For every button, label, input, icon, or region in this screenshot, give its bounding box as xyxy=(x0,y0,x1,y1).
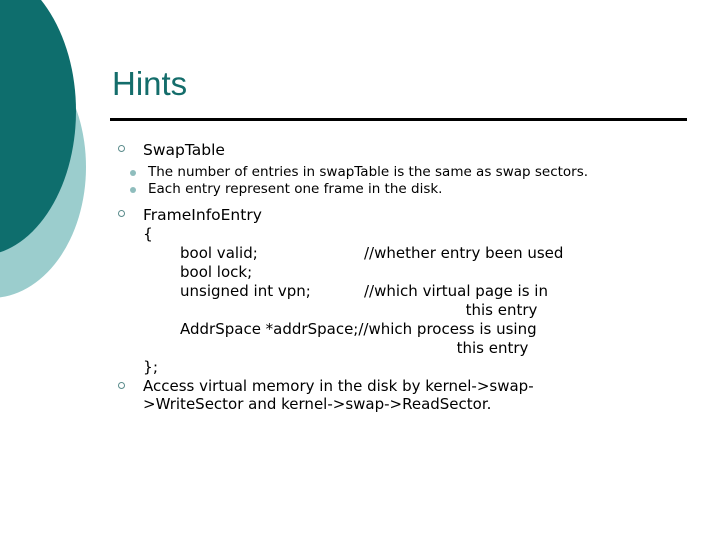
code-declaration: unsigned int vpn; xyxy=(180,282,311,300)
code-line: AddrSpace *addrSpace;//which process is … xyxy=(180,320,537,338)
list-item: The number of entries in swapTable is th… xyxy=(110,164,690,181)
bullet-access-virtual-memory: Access virtual memory in the disk by ker… xyxy=(110,377,690,413)
bullet-frameinfoentry: FrameInfoEntry xyxy=(110,205,690,225)
title-divider xyxy=(110,118,687,121)
bullet-access-line1: Access virtual memory in the disk by ker… xyxy=(143,377,534,395)
bullet-frameinfoentry-label: FrameInfoEntry xyxy=(143,206,262,224)
page-title: Hints xyxy=(112,65,188,102)
code-comment: //whether entry been used xyxy=(364,244,564,262)
bullet-circle-icon xyxy=(118,382,125,389)
list-item: Each entry represent one frame in the di… xyxy=(110,181,690,198)
spacer xyxy=(110,198,690,205)
bullet-swaptable-label: SwapTable xyxy=(143,141,225,159)
code-open-brace: { xyxy=(143,225,153,243)
bullet-swaptable: SwapTable xyxy=(110,140,690,160)
code-declaration: bool lock; xyxy=(180,263,253,281)
swaptable-sub-list: The number of entries in swapTable is th… xyxy=(110,164,690,198)
code-line: bool lock; xyxy=(143,263,690,282)
code-line: unsigned int vpn; //which virtual page i… xyxy=(143,282,690,301)
code-block: { bool valid; //whether entry been used … xyxy=(110,225,690,377)
list-item-text: The number of entries in swapTable is th… xyxy=(148,164,589,180)
code-comment-continuation: this entry xyxy=(456,339,529,357)
bullet-dot-icon xyxy=(130,187,136,193)
bullet-dot-icon xyxy=(130,170,136,176)
bullet-circle-icon xyxy=(118,145,125,152)
code-close-brace: }; xyxy=(143,358,159,376)
list-item-text: Each entry represent one frame in the di… xyxy=(148,181,443,197)
code-comment xyxy=(364,263,690,282)
bullet-access-line2: >WriteSector and kernel->swap->ReadSecto… xyxy=(143,395,492,413)
code-declaration: bool valid; xyxy=(180,244,258,262)
code-comment: //which virtual page is in xyxy=(364,282,548,300)
slide-body: SwapTable The number of entries in swapT… xyxy=(110,140,690,413)
code-comment-continuation: this entry xyxy=(465,301,538,319)
bullet-circle-icon xyxy=(118,210,125,217)
code-line: bool valid; //whether entry been used xyxy=(143,244,690,263)
